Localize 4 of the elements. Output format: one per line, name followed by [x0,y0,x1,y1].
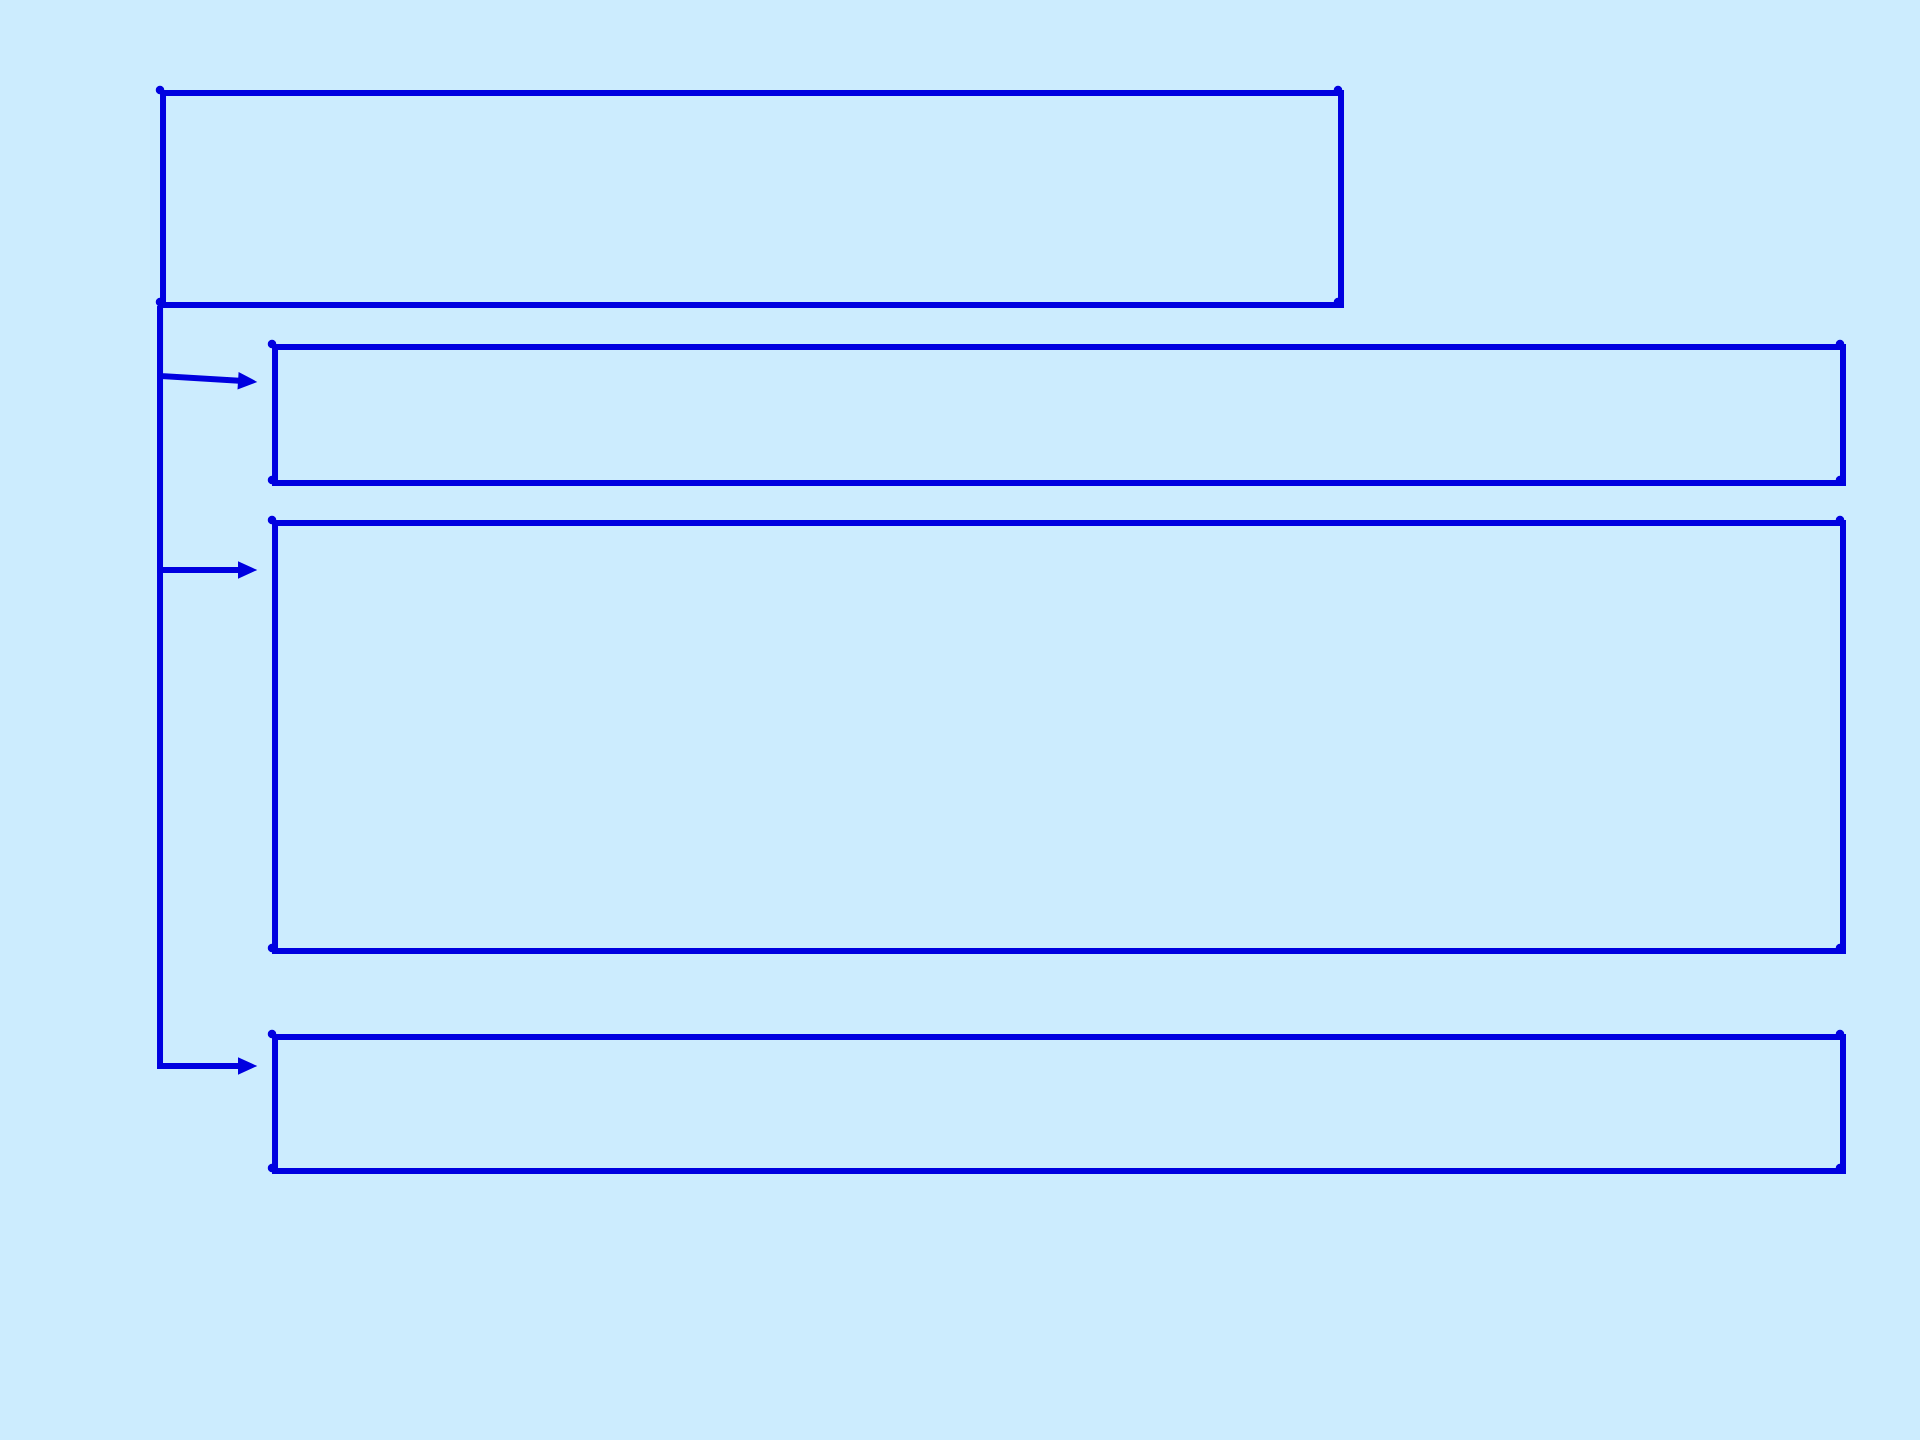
empty-box [267,1029,1846,1174]
empty-box [267,339,1846,486]
empty-box [267,515,1846,954]
empty-box [155,85,1344,308]
